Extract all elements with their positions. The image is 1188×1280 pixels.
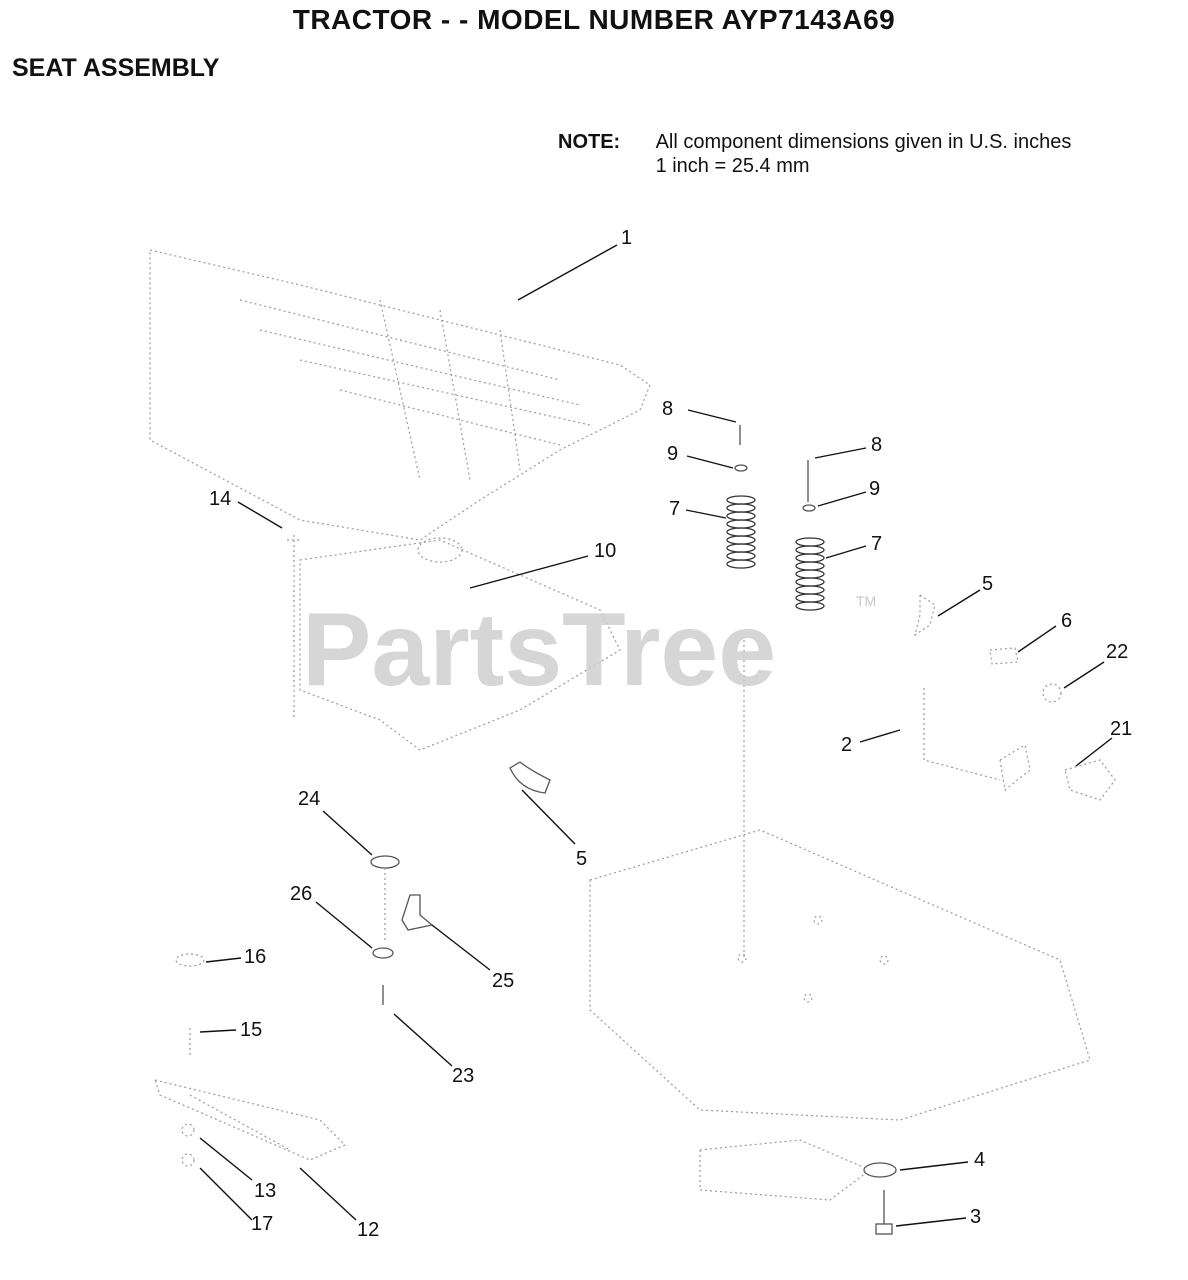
callout-9-left: 9 [667, 443, 678, 465]
callout-5-lower: 5 [576, 848, 587, 870]
callout-23: 23 [452, 1065, 474, 1087]
page-title: TRACTOR - - MODEL NUMBER AYP7143A69 [292, 4, 896, 35]
callout-1: 1 [621, 227, 632, 249]
adjust-knob-lower [509, 761, 551, 794]
callout-5-right: 5 [982, 573, 993, 595]
seat-base-plate [589, 640, 1091, 1201]
callout-7-right: 7 [871, 533, 882, 555]
callout-17: 17 [251, 1213, 273, 1235]
seat-pan-part [299, 537, 621, 751]
callout-10: 10 [594, 540, 616, 562]
callout-15: 15 [240, 1019, 262, 1041]
callout-22: 22 [1106, 641, 1128, 663]
dimension-note: NOTE: All component dimensions given in … [558, 130, 1071, 178]
spring-assembly-right [795, 460, 825, 611]
bolt-washer-bottom [863, 1162, 897, 1235]
leader-lines [199, 244, 1113, 1227]
bolt-part-14 [287, 535, 301, 720]
callout-12: 12 [357, 1219, 379, 1241]
section-title: SEAT ASSEMBLY [12, 54, 220, 82]
watermark-text: PartsTree [302, 592, 776, 708]
callout-8-left: 8 [662, 398, 673, 420]
callout-25: 25 [492, 970, 514, 992]
callout-21: 21 [1110, 718, 1132, 740]
note-label: NOTE: [558, 131, 621, 153]
callout-labels: 1 8 9 7 8 9 7 14 10 5 6 22 2 21 24 5 26 … [209, 227, 1132, 1241]
callout-8-right: 8 [871, 434, 882, 456]
callout-2: 2 [841, 734, 852, 756]
watermark-trademark: TM [856, 593, 876, 609]
callout-9-right: 9 [869, 478, 880, 500]
seat-post-group [370, 855, 434, 1005]
note-body: All component dimensions given in U.S. i… [656, 130, 1072, 178]
note-line-2: 1 inch = 25.4 mm [655, 155, 810, 177]
seat-slide-rail [154, 953, 347, 1167]
hardware-right-group [914, 593, 1116, 801]
callout-13: 13 [254, 1180, 276, 1202]
note-line-1: All component dimensions given in U.S. i… [655, 131, 1072, 153]
callout-24: 24 [298, 788, 320, 810]
callout-7-left: 7 [669, 498, 680, 520]
callout-6: 6 [1061, 610, 1072, 632]
callout-26: 26 [290, 883, 312, 905]
spring-assembly-left [726, 425, 756, 569]
callout-14: 14 [209, 488, 231, 510]
callout-16: 16 [244, 946, 266, 968]
callout-3: 3 [970, 1206, 981, 1228]
callout-4: 4 [974, 1149, 985, 1171]
seat-part [149, 249, 651, 541]
